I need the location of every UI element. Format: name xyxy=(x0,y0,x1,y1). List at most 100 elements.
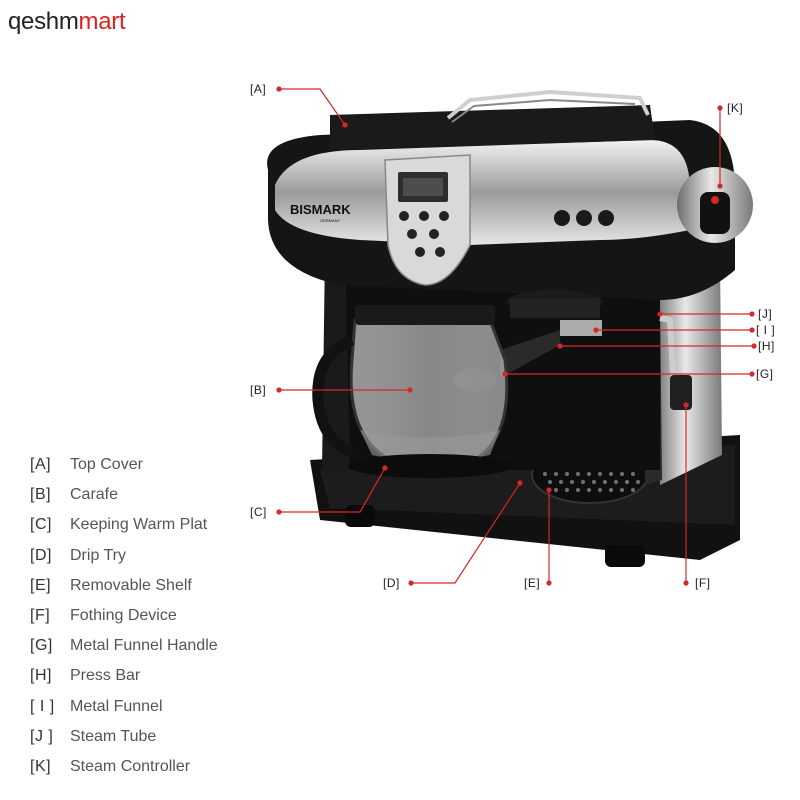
grill-hole xyxy=(547,479,553,485)
legend-code: [E] xyxy=(30,576,52,594)
legend-item: [B] Carafe xyxy=(30,480,218,510)
callout-d: [D] xyxy=(383,576,400,590)
callout-e: [E] xyxy=(524,576,541,590)
leader-dot-a xyxy=(276,86,282,92)
leader-line-a xyxy=(279,88,346,126)
leader-dot-e xyxy=(546,487,552,493)
callout-c: [C] xyxy=(250,505,267,519)
legend-name: Top Cover xyxy=(70,456,143,474)
leader-dot-i xyxy=(749,327,755,333)
brand-part-1: qeshm xyxy=(8,8,79,35)
legend-item: [H] Press Bar xyxy=(30,661,218,691)
legend-code: [A] xyxy=(30,456,52,474)
left-body-panel xyxy=(322,250,350,470)
legend-code: [K] xyxy=(30,757,52,775)
leader-line-d xyxy=(411,482,521,584)
legend-item: [D] Drip Try xyxy=(30,541,218,571)
leader-dot-g xyxy=(749,371,755,377)
legend-code: [ I ] xyxy=(30,697,55,715)
leader-dot-d xyxy=(408,580,414,586)
control-panel xyxy=(384,154,471,286)
grill-hole xyxy=(553,487,559,493)
grill-hole xyxy=(635,479,641,485)
leader-dot-i xyxy=(593,327,599,333)
leader-dot-b xyxy=(407,387,413,393)
legend-name: Fothing Device xyxy=(70,607,177,625)
legend-name: Removable Shelf xyxy=(70,576,192,594)
legend-code: [H] xyxy=(30,667,52,685)
grill-hole xyxy=(608,487,614,493)
leader-dot-h xyxy=(557,343,563,349)
legend-item: [A] Top Cover xyxy=(30,450,218,480)
callout-k: [K] xyxy=(727,101,744,115)
grill-hole xyxy=(613,479,619,485)
brand-logo: qeshmmart xyxy=(8,8,126,36)
callout-f: [F] xyxy=(695,576,711,590)
callout-h: [H] xyxy=(758,339,775,353)
grill-hole xyxy=(564,471,570,477)
legend-item: [F] Fothing Device xyxy=(30,601,218,631)
machine-logo: BISMARK xyxy=(290,202,351,217)
callout-i: [ I ] xyxy=(756,323,776,337)
brand-part-2: mart xyxy=(78,8,126,35)
legend-code: [F] xyxy=(30,607,51,625)
grill-hole xyxy=(602,479,608,485)
grill-hole xyxy=(553,471,559,477)
legend-code: [J ] xyxy=(30,727,54,745)
grill-hole xyxy=(624,479,630,485)
callout-g: [G] xyxy=(756,367,774,381)
leader-dot-g xyxy=(502,371,508,377)
callout-b: [B] xyxy=(250,383,267,397)
grill-hole xyxy=(591,479,597,485)
callout-a: [A] xyxy=(250,82,267,96)
legend-item: [K] Steam Controller xyxy=(30,752,218,782)
legend-item: [ I ] Metal Funnel xyxy=(30,692,218,722)
legend-code: [D] xyxy=(30,546,52,564)
legend-name: Carafe xyxy=(70,486,119,504)
carafe xyxy=(312,305,509,464)
grill-hole xyxy=(630,487,636,493)
parts-legend: [A] Top Cover [B] Carafe [C] Keeping Warm P… xyxy=(30,450,218,782)
grill-hole xyxy=(597,471,603,477)
grill-hole xyxy=(575,487,581,493)
grill-hole xyxy=(619,471,625,477)
legend-code: [C] xyxy=(30,516,52,534)
leader-dot-b xyxy=(276,387,282,393)
legend-code: [B] xyxy=(30,486,52,504)
grill-hole xyxy=(608,471,614,477)
grill-hole xyxy=(542,471,548,477)
leader-line-c xyxy=(279,467,386,513)
machine-logo-sub: GERMANY xyxy=(320,218,341,223)
legend-name: Metal Funnel xyxy=(70,697,163,715)
leader-dot-a xyxy=(342,122,348,128)
warming-plate xyxy=(348,454,512,478)
legend-item: [E] Removable Shelf xyxy=(30,571,218,601)
grill-hole xyxy=(564,487,570,493)
grill-hole xyxy=(586,487,592,493)
legend-name: Press Bar xyxy=(70,667,141,685)
grill-hole xyxy=(586,471,592,477)
legend-item: [C] Keeping Warm Plat xyxy=(30,510,218,540)
callout-j: [J] xyxy=(758,307,773,321)
leader-dot-k xyxy=(717,183,723,189)
legend-name: Drip Try xyxy=(70,546,126,564)
leader-dot-f xyxy=(683,402,689,408)
steam-tube xyxy=(659,315,692,411)
legend-name: Keeping Warm Plat xyxy=(70,516,208,534)
legend-code: [G] xyxy=(30,637,53,655)
legend-name: Metal Funnel Handle xyxy=(70,637,218,655)
steam-controller-knob xyxy=(677,167,753,243)
leader-dot-j xyxy=(749,311,755,317)
legend-name: Steam Tube xyxy=(70,727,157,745)
grill-hole xyxy=(569,479,575,485)
leader-dot-k xyxy=(717,105,723,111)
leader-dot-c xyxy=(382,465,388,471)
leader-dot-h xyxy=(751,343,757,349)
grill-hole xyxy=(558,479,564,485)
legend-item: [J ] Steam Tube xyxy=(30,722,218,752)
espresso-buttons xyxy=(554,210,614,226)
brew-group xyxy=(453,290,603,392)
legend-name: Steam Controller xyxy=(70,757,191,775)
grill-hole xyxy=(597,487,603,493)
